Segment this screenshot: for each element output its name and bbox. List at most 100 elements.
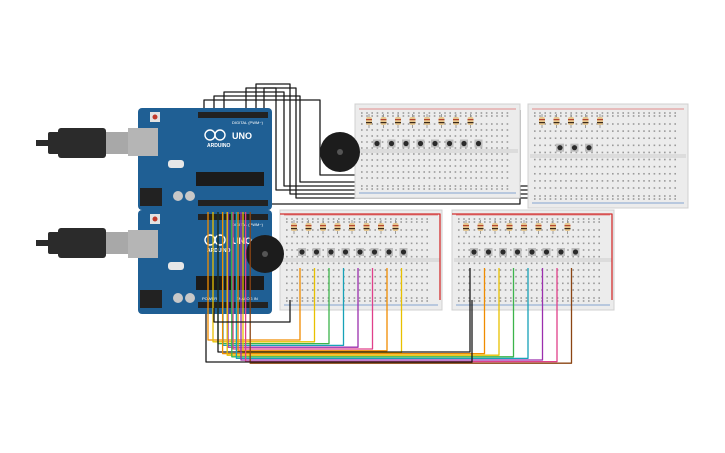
breadboard-hole — [407, 129, 410, 131]
resistor[interactable] — [378, 220, 384, 234]
push-button[interactable] — [484, 248, 493, 256]
resistor[interactable] — [349, 220, 355, 234]
push-button[interactable] — [499, 248, 507, 256]
breadboard-hole — [567, 300, 569, 302]
push-button[interactable] — [571, 248, 580, 256]
push-button[interactable] — [474, 139, 483, 148]
resistor[interactable] — [535, 220, 542, 234]
breadboard-top-left[interactable] — [354, 103, 521, 199]
push-button[interactable] — [542, 248, 551, 256]
breadboard-hole — [643, 195, 645, 197]
resistor[interactable] — [492, 220, 498, 234]
resistor[interactable] — [305, 220, 312, 234]
breadboard-hole — [291, 297, 293, 299]
piezo-buzzer-bottom[interactable] — [246, 235, 284, 273]
usb-cable-bottom[interactable] — [36, 228, 130, 258]
breadboard-bottom-right[interactable] — [451, 209, 615, 311]
resistor[interactable] — [395, 114, 401, 128]
push-button[interactable] — [341, 248, 350, 256]
resistor[interactable] — [424, 114, 430, 128]
resistor[interactable] — [467, 114, 474, 128]
push-button[interactable] — [373, 139, 381, 148]
push-button[interactable] — [327, 248, 335, 256]
resistor[interactable] — [392, 220, 399, 234]
resistor[interactable] — [521, 220, 527, 234]
resistor[interactable] — [568, 114, 574, 128]
push-button[interactable] — [445, 139, 454, 148]
push-button[interactable] — [470, 248, 478, 256]
push-button[interactable] — [370, 248, 379, 256]
wire[interactable] — [227, 212, 359, 348]
arduino-uno-top[interactable]: DIGITAL (PWM~) UNO ARDUINO — [128, 108, 272, 210]
push-button[interactable] — [356, 248, 364, 256]
wire[interactable] — [203, 99, 355, 176]
push-button[interactable] — [557, 248, 565, 256]
breadboard-hole — [465, 165, 467, 167]
wire[interactable] — [213, 300, 291, 323]
breadboard-hole — [627, 198, 630, 200]
resistor[interactable] — [409, 114, 416, 128]
push-button[interactable] — [298, 248, 306, 256]
breadboard-hole — [643, 151, 645, 154]
resistor[interactable] — [363, 220, 370, 234]
push-button[interactable] — [513, 248, 522, 256]
resistor[interactable] — [550, 220, 556, 234]
push-button[interactable] — [460, 139, 468, 148]
breadboard-hole — [322, 289, 324, 291]
breadboard-hole — [449, 177, 451, 179]
breadboard-top-right[interactable] — [527, 103, 689, 209]
push-button[interactable] — [402, 139, 410, 148]
wire[interactable] — [237, 212, 388, 352]
push-button[interactable] — [528, 248, 536, 256]
push-button[interactable] — [385, 248, 393, 256]
breadboard-hole — [530, 289, 533, 291]
resistor[interactable] — [506, 220, 513, 234]
resistor[interactable] — [597, 114, 603, 128]
breadboard-hole — [491, 188, 493, 190]
wire[interactable] — [221, 212, 486, 355]
wire[interactable] — [235, 212, 529, 360]
breadboard-hole — [395, 300, 397, 302]
resistor[interactable] — [463, 220, 469, 234]
push-button[interactable] — [570, 143, 579, 152]
wire[interactable] — [231, 212, 515, 358]
push-button[interactable] — [399, 248, 408, 256]
push-button[interactable] — [556, 143, 564, 152]
push-button[interactable] — [387, 139, 396, 148]
wire[interactable] — [280, 213, 441, 300]
resistor[interactable] — [320, 220, 326, 234]
wire[interactable] — [205, 300, 473, 363]
breadboard-hole — [562, 242, 564, 245]
piezo-buzzer-top[interactable] — [320, 132, 360, 172]
resistor[interactable] — [366, 114, 372, 128]
push-button[interactable] — [431, 139, 439, 148]
usb-cable-top[interactable] — [36, 128, 130, 158]
push-button[interactable] — [585, 143, 593, 152]
resistor[interactable] — [477, 220, 484, 234]
resistor[interactable] — [438, 114, 445, 128]
resistor[interactable] — [453, 114, 459, 128]
wire[interactable] — [240, 212, 544, 361]
resistor[interactable] — [553, 114, 560, 128]
breadboard-hole — [580, 180, 583, 182]
breadboard-bottom-left[interactable] — [279, 209, 443, 311]
resistor[interactable] — [539, 114, 545, 128]
resistor[interactable] — [564, 220, 571, 234]
resistor[interactable] — [334, 220, 341, 234]
wire[interactable] — [207, 212, 301, 341]
wire[interactable] — [226, 212, 500, 356]
resistor[interactable] — [380, 114, 387, 128]
breadboard-hole — [560, 151, 562, 154]
breadboard-hole — [376, 123, 379, 125]
resistor[interactable] — [291, 220, 297, 234]
push-button[interactable] — [416, 139, 425, 148]
wire[interactable] — [452, 213, 613, 300]
wire[interactable] — [217, 212, 471, 353]
push-button[interactable] — [312, 248, 321, 256]
resistor[interactable] — [582, 114, 589, 128]
wire[interactable] — [249, 212, 573, 364]
wire[interactable] — [212, 212, 316, 343]
push-button-cap — [400, 249, 407, 255]
wire[interactable] — [232, 212, 374, 350]
breadboard-hole — [468, 275, 470, 278]
